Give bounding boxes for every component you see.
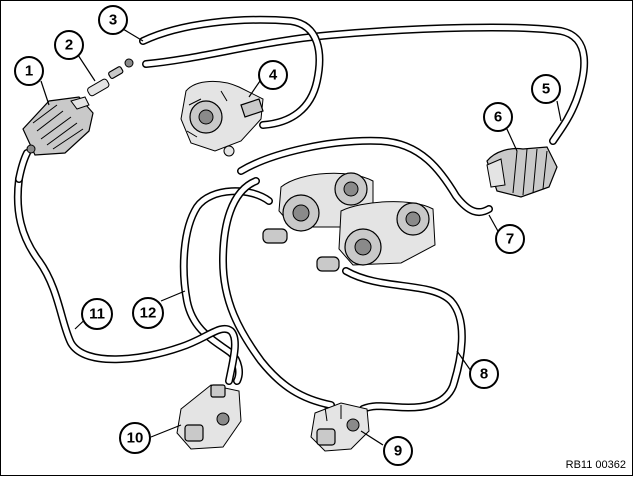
hose-7 bbox=[237, 136, 493, 217]
hose-3 bbox=[139, 15, 324, 129]
leader-6 bbox=[505, 126, 518, 152]
leader-4 bbox=[248, 80, 261, 98]
leader-2 bbox=[77, 54, 96, 82]
leader-10 bbox=[150, 424, 182, 438]
callout-4: 4 bbox=[258, 60, 288, 90]
vacuum-reservoir-1 bbox=[22, 96, 94, 156]
callout-label: 8 bbox=[480, 366, 488, 383]
hose-11 bbox=[13, 175, 239, 385]
callout-5: 5 bbox=[531, 74, 561, 104]
hose-9-long bbox=[219, 177, 335, 409]
callout-label: 5 bbox=[542, 81, 550, 98]
callout-3: 3 bbox=[98, 5, 128, 35]
pressure-converter-9 bbox=[310, 402, 370, 452]
turbo-actuator-left bbox=[262, 228, 288, 244]
leader-12 bbox=[160, 290, 186, 302]
leader-5 bbox=[556, 100, 562, 122]
leader-1 bbox=[40, 80, 50, 106]
callout-2: 2 bbox=[54, 30, 84, 60]
callout-1: 1 bbox=[14, 56, 44, 86]
callout-label: 1 bbox=[25, 63, 33, 80]
check-valve-2 bbox=[87, 58, 134, 97]
hose-1-stub bbox=[15, 149, 31, 183]
callout-label: 2 bbox=[65, 37, 73, 54]
callout-label: 10 bbox=[127, 430, 144, 447]
callout-12: 12 bbox=[132, 297, 164, 329]
turbo-actuator-right bbox=[316, 256, 340, 272]
hose-main-top bbox=[142, 23, 589, 145]
callout-8: 8 bbox=[469, 359, 499, 389]
turbocharger-assembly bbox=[262, 172, 436, 272]
callout-9: 9 bbox=[383, 436, 413, 466]
pressure-converter-10 bbox=[176, 384, 242, 450]
callout-label: 3 bbox=[109, 12, 117, 29]
vacuum-pump-4 bbox=[180, 81, 264, 157]
callout-label: 12 bbox=[140, 305, 157, 322]
leader-7 bbox=[488, 214, 500, 234]
leader-3 bbox=[122, 28, 144, 42]
callout-6: 6 bbox=[483, 102, 513, 132]
callout-label: 7 bbox=[506, 231, 514, 248]
hose-8 bbox=[342, 267, 466, 413]
vacuum-actuator-6 bbox=[486, 146, 558, 198]
callout-label: 6 bbox=[494, 109, 502, 126]
callout-11: 11 bbox=[81, 298, 113, 330]
leader-9 bbox=[360, 430, 384, 446]
callout-10: 10 bbox=[119, 422, 151, 454]
leader-8 bbox=[456, 350, 472, 372]
callout-label: 11 bbox=[89, 306, 105, 323]
callout-7: 7 bbox=[495, 224, 525, 254]
reference-code: RB11 00362 bbox=[565, 459, 626, 471]
callout-label: 4 bbox=[269, 67, 278, 84]
callout-label: 9 bbox=[394, 443, 402, 460]
